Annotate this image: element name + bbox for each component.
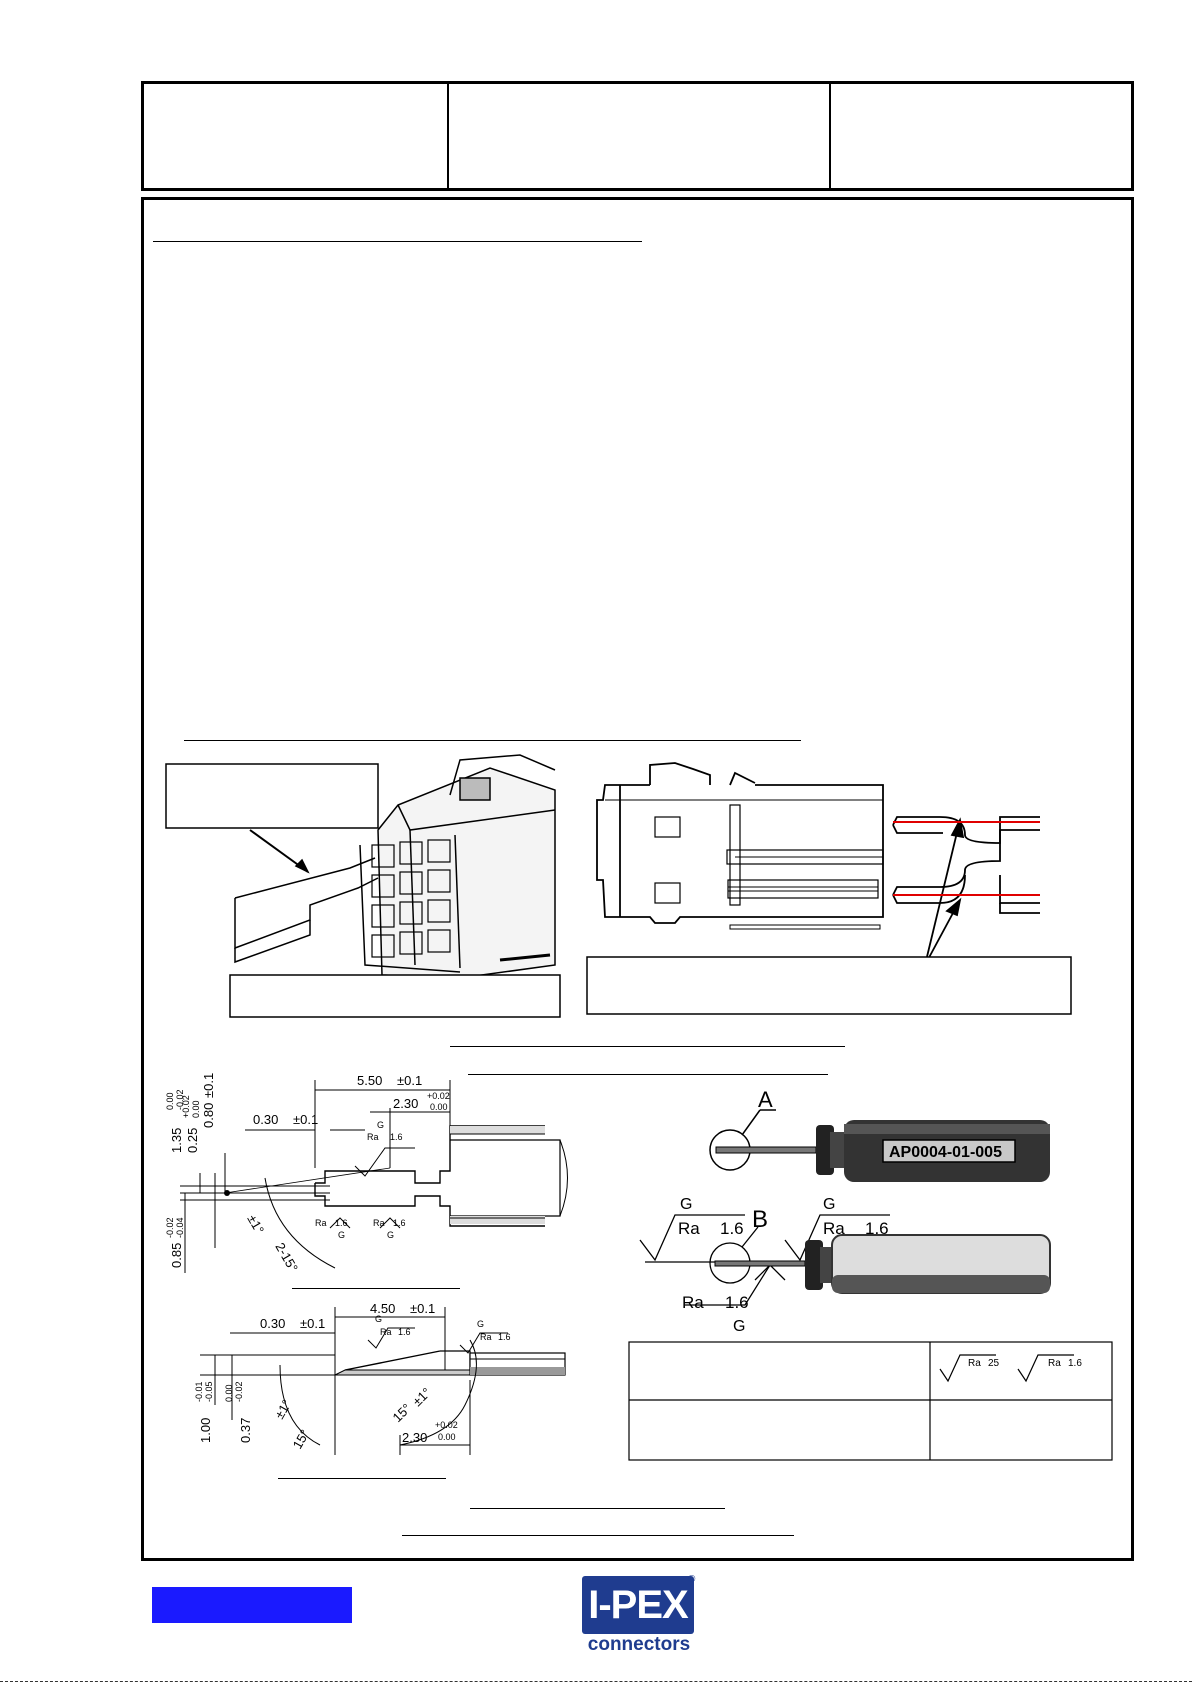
callout-box-top	[165, 763, 379, 829]
dim-b-angle-right: 15°	[390, 1401, 415, 1426]
surface-b-ra-2: Ra	[480, 1332, 492, 1342]
dim-b-h1: 1.00	[198, 1418, 213, 1443]
content-frame	[141, 197, 1134, 1561]
surface-a-ra-3: Ra	[373, 1218, 385, 1228]
dim-b-h1-tol-b: -0.05	[204, 1381, 214, 1402]
dim-a-depth: 2.30	[393, 1096, 418, 1111]
dim-a-h4-tol-b: -0.04	[175, 1217, 185, 1238]
surface-tool-g-2: G	[823, 1196, 835, 1213]
dim-b-tip: 0.30	[260, 1316, 285, 1331]
dim-a-h1-tol-b: -0.02	[175, 1089, 185, 1110]
surface-a-ra-val-2: 1.6	[335, 1218, 348, 1228]
table-ra-16: 1.6	[1068, 1358, 1082, 1369]
dim-a-depth-tol-zero: 0.00	[430, 1102, 448, 1112]
dim-b-depth: 2.30	[402, 1430, 427, 1445]
title-block	[141, 81, 1134, 191]
ipex-logo-text: I-PEX	[588, 1583, 688, 1627]
table-ra-1: Ra	[968, 1358, 981, 1369]
bottom-rule-2	[402, 1535, 794, 1536]
detail-a-caption-rule	[292, 1288, 460, 1289]
dim-a-h2-tol-a: +0.02	[181, 1095, 191, 1118]
surface-tool-ra-1: Ra	[678, 1219, 700, 1238]
surface-a-g-3: G	[387, 1230, 394, 1240]
surface-b-ra: Ra	[380, 1327, 392, 1337]
title-block-divider-2	[829, 81, 831, 191]
surface-b-g-2: G	[477, 1319, 484, 1329]
ipex-logo: I-PEX ® connectors	[580, 1574, 700, 1656]
callout-a: A	[758, 1087, 773, 1112]
surface-a-ra: Ra	[367, 1132, 379, 1142]
dim-b-h2: 0.37	[238, 1418, 253, 1443]
dim-b-width-tol: ±0.1	[410, 1301, 435, 1316]
extraction-tool-a: A AP0004-01-005	[709, 1087, 1050, 1182]
surface-b-g: G	[375, 1314, 382, 1324]
ipex-registered-mark: ®	[688, 1574, 696, 1585]
dim-a-h2: 0.25	[185, 1128, 200, 1153]
tool-heading-rule-2	[468, 1074, 828, 1075]
dim-b-width: 4.50	[370, 1301, 395, 1316]
extraction-tool-b: G Ra 1.6 B G Ra 1.6 Ra 1.6 G	[639, 1196, 1051, 1335]
ipex-logo-subtitle: connectors	[587, 1634, 691, 1655]
surface-a-ra-2: Ra	[315, 1218, 327, 1228]
dim-b-angle-left: 15°	[290, 1427, 313, 1452]
surface-tool-ra-3: Ra	[682, 1293, 704, 1312]
surface-tool-ra-val-2: 1.6	[865, 1219, 889, 1238]
dim-a-h4: 0.85	[169, 1243, 184, 1268]
callout-box-side-view	[586, 956, 1072, 1015]
dim-a-width: 5.50	[357, 1073, 382, 1088]
surface-a-g: G	[377, 1120, 384, 1130]
detail-b-caption-rule	[278, 1478, 446, 1479]
surface-b-ra-val-2: 1.6	[498, 1332, 511, 1342]
footer-badge	[152, 1587, 352, 1623]
tool-tip-detail-a: 5.50 ±0.1 2.30 +0.02 0.00 0.30 ±0.1 G Ra…	[165, 1073, 568, 1275]
callout-box-bottom	[229, 974, 561, 1018]
dim-a-h3-tol: ±0.1	[201, 1073, 216, 1098]
surface-tool-g-1: G	[680, 1196, 692, 1213]
surface-tool-g-3: G	[733, 1318, 745, 1335]
dim-b-depth-tol-plus: +0.02	[435, 1420, 458, 1430]
tool-tip-detail-b: 4.50 ±0.1 0.30 ±0.1 G Ra 1.6 G Ra 1.6 1.…	[194, 1301, 566, 1455]
dim-a-h1: 1.35	[169, 1128, 184, 1153]
dim-a-angle-tol: ±1°	[244, 1212, 267, 1236]
dim-a-tip: 0.30	[253, 1112, 278, 1127]
surface-a-g-2: G	[338, 1230, 345, 1240]
surface-a-ra-val: 1.6	[390, 1132, 403, 1142]
dim-b-angle-right-tol: ±1°	[410, 1385, 434, 1409]
dim-b-tip-tol: ±0.1	[300, 1316, 325, 1331]
tool-part-number: AP0004-01-005	[889, 1144, 1002, 1161]
dim-b-h2-tol-a: 0.00	[224, 1384, 234, 1402]
page-bottom-dashed-line	[0, 1681, 1192, 1682]
figure-heading-rule	[184, 740, 801, 741]
dim-a-h4-tol-a: -0.02	[165, 1217, 175, 1238]
dim-a-depth-tol-plus: +0.02	[427, 1091, 450, 1101]
dim-a-width-tol: ±0.1	[397, 1073, 422, 1088]
table-ra-2: Ra	[1048, 1358, 1061, 1369]
table-ra-25: 25	[988, 1358, 1000, 1369]
surface-a-ra-val-3: 1.6	[393, 1218, 406, 1228]
surface-tool-ra-val-3: 1.6	[725, 1293, 749, 1312]
dim-a-h3: 0.80	[201, 1103, 216, 1128]
title-block-divider-1	[447, 81, 449, 191]
tool-heading-rule-1	[450, 1046, 845, 1047]
surface-finish-table: Ra 25 Ra 1.6	[628, 1341, 1113, 1461]
ipex-logo-mark	[582, 1576, 694, 1634]
connector-insertion-figure	[165, 754, 561, 1018]
dim-b-h2-tol-b: -0.02	[234, 1381, 244, 1402]
dim-a-tip-tol: ±0.1	[293, 1112, 318, 1127]
connector-side-view	[586, 762, 1072, 1015]
dim-b-h1-tol-a: -0.01	[194, 1381, 204, 1402]
dim-b-depth-tol-zero: 0.00	[438, 1432, 456, 1442]
surface-tool-ra-2: Ra	[823, 1219, 845, 1238]
section-heading-rule	[153, 241, 642, 242]
dim-a-h2-tol-b: 0.00	[191, 1100, 201, 1118]
bottom-rule-1	[470, 1508, 725, 1509]
callout-b: B	[752, 1206, 768, 1233]
dim-a-angle: 2-15°	[272, 1240, 301, 1275]
dim-a-h1-tol-a: 0.00	[165, 1092, 175, 1110]
surface-b-ra-val: 1.6	[398, 1327, 411, 1337]
surface-tool-ra-val-1: 1.6	[720, 1219, 744, 1238]
